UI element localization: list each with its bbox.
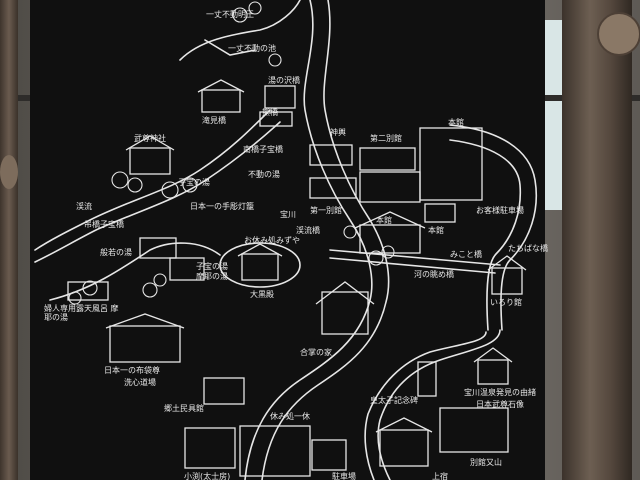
- label-araiba: 洗心道場: [124, 378, 156, 387]
- bldg-budo-shrine: [129, 147, 171, 175]
- road-bottom-b: [364, 331, 487, 480]
- river-bank-a: [244, 0, 373, 480]
- river-tributary: [34, 109, 271, 251]
- label-kaitei-bashi: 吊橋子宝橋: [84, 220, 124, 229]
- label-daini-bekkan: 第二別館: [370, 134, 402, 143]
- left-tree-trunk: [0, 0, 18, 480]
- bldg-taki: [264, 85, 296, 109]
- label-kamibashi: 渓流橋: [296, 226, 320, 235]
- label-gassho: 合掌の家: [300, 348, 332, 357]
- label-daishiden: 大黒殿: [250, 290, 274, 299]
- label-kitsune: お休み処みずや: [244, 236, 300, 245]
- bldg-kaiyu-b: [239, 425, 311, 477]
- label-nanbu-bashi: 南橋子宝橋: [243, 145, 283, 154]
- label-budo-shrine: 武尊神社: [134, 134, 166, 143]
- bldg-kaiyu-c: [311, 439, 347, 471]
- bldg-yunosawa: [201, 89, 241, 113]
- bldg-shrine-bottom: [379, 429, 429, 467]
- bldg-spa-pavilion: [477, 359, 509, 385]
- right-tree-trunk: [562, 0, 632, 480]
- label-daiichi-bekkan: 第一別館: [310, 206, 342, 215]
- label-bottom-left: 小渕(太士房): [184, 472, 231, 480]
- bldg-hanare: [309, 144, 353, 166]
- bldg-gassho: [321, 291, 369, 335]
- label-kyodo-shiryo: 郷土民具館: [164, 404, 204, 413]
- bldg-honkan-top: [419, 127, 483, 201]
- bldg-honkan-main: [359, 171, 421, 203]
- label-ichijo-fudo-myoo: 一丈不動明王: [206, 10, 254, 19]
- label-hanno-yu: 般若の湯: [100, 248, 132, 257]
- label-oyu: 本館: [428, 226, 444, 235]
- label-parking-bottom: 駐車場: [332, 472, 356, 480]
- label-okyaku-parking: お客様駐車場: [476, 206, 524, 215]
- label-hoshi: 宝川: [280, 210, 296, 219]
- label-left-side: 渓流: [76, 202, 92, 211]
- label-mikoshi: 神輿: [330, 128, 346, 137]
- label-okoto: みこと橋: [450, 250, 482, 259]
- label-uwadai: 上宿: [432, 472, 448, 480]
- label-fujin-yu: 婦人専用露天風呂 摩耶の湯: [44, 304, 119, 322]
- label-washroom: 日本一の布袋尊: [104, 366, 160, 375]
- bridge-2: [329, 257, 496, 274]
- road-bottom-a: [377, 329, 501, 480]
- road-right-b: [449, 139, 522, 331]
- bldg-kyodo: [203, 377, 245, 405]
- left-pool: [49, 242, 221, 301]
- label-honkan-main: 本館: [376, 216, 392, 225]
- right-trunk-knot: [597, 12, 640, 56]
- bldg-hannya: [139, 237, 177, 259]
- label-nihon-budo-stone: 日本武尊石像: [476, 400, 524, 409]
- label-fudo-yu: 不動の湯: [248, 170, 280, 179]
- pond: [219, 242, 301, 288]
- label-yu-no-sawa: 湯の沢橋: [268, 76, 300, 85]
- road-right-a: [449, 124, 538, 331]
- bldg-stone-statue: [417, 361, 437, 397]
- bldg-daiichi: [309, 177, 357, 199]
- label-tachibana: たちばな橋: [508, 244, 548, 253]
- bldg-kuma: [259, 111, 293, 127]
- label-nihon-ichi-lantern: 日本一の手彫灯籠: [190, 202, 254, 211]
- river-bank-b: [261, 0, 390, 480]
- bldg-oyu: [424, 203, 456, 223]
- bldg-irori: [491, 267, 523, 295]
- bridge-1: [329, 249, 501, 266]
- bldg-daikoku: [241, 253, 279, 281]
- bldg-maya: [169, 257, 205, 281]
- bldg-honkan-low: [359, 224, 421, 254]
- left-trunk-stub: [0, 155, 18, 189]
- river-tributary-b: [34, 121, 281, 263]
- label-kotaishi: 皇太子記念碑: [370, 396, 418, 405]
- label-taki-bashi: 滝見橋: [202, 116, 226, 125]
- bldg-washin: [109, 325, 181, 363]
- label-ichijo-fudo-pond: 一丈不動の池: [228, 44, 276, 53]
- label-irori: いろり館: [490, 298, 522, 307]
- bldg-kaiyu-a: [184, 427, 236, 469]
- label-kuma-bashi: 熊橋: [262, 108, 278, 117]
- bldg-fujin: [67, 281, 109, 301]
- carved-map-board: [30, 0, 545, 480]
- path-top-b: [204, 39, 256, 56]
- map-line-art: [34, 0, 538, 480]
- label-kodakara-yu: 子宝の湯: [178, 178, 210, 187]
- label-maya-yu: 摩耶の湯: [196, 272, 228, 281]
- label-hoshi-spa-monument: 宝川温泉発見の由緒: [464, 388, 536, 397]
- label-honkan-top: 本館: [448, 118, 464, 127]
- label-nishin-hashi: 河の眺め橋: [414, 270, 454, 279]
- path-top-a: [179, 0, 301, 61]
- bldg-betsukan: [439, 407, 509, 453]
- bldg-daini: [359, 147, 416, 171]
- label-kaiyu: 休み処一休: [270, 412, 310, 421]
- label-kodakara-lantern: 子宝の湯: [196, 262, 228, 271]
- label-betsukan: 別館又山: [470, 458, 502, 467]
